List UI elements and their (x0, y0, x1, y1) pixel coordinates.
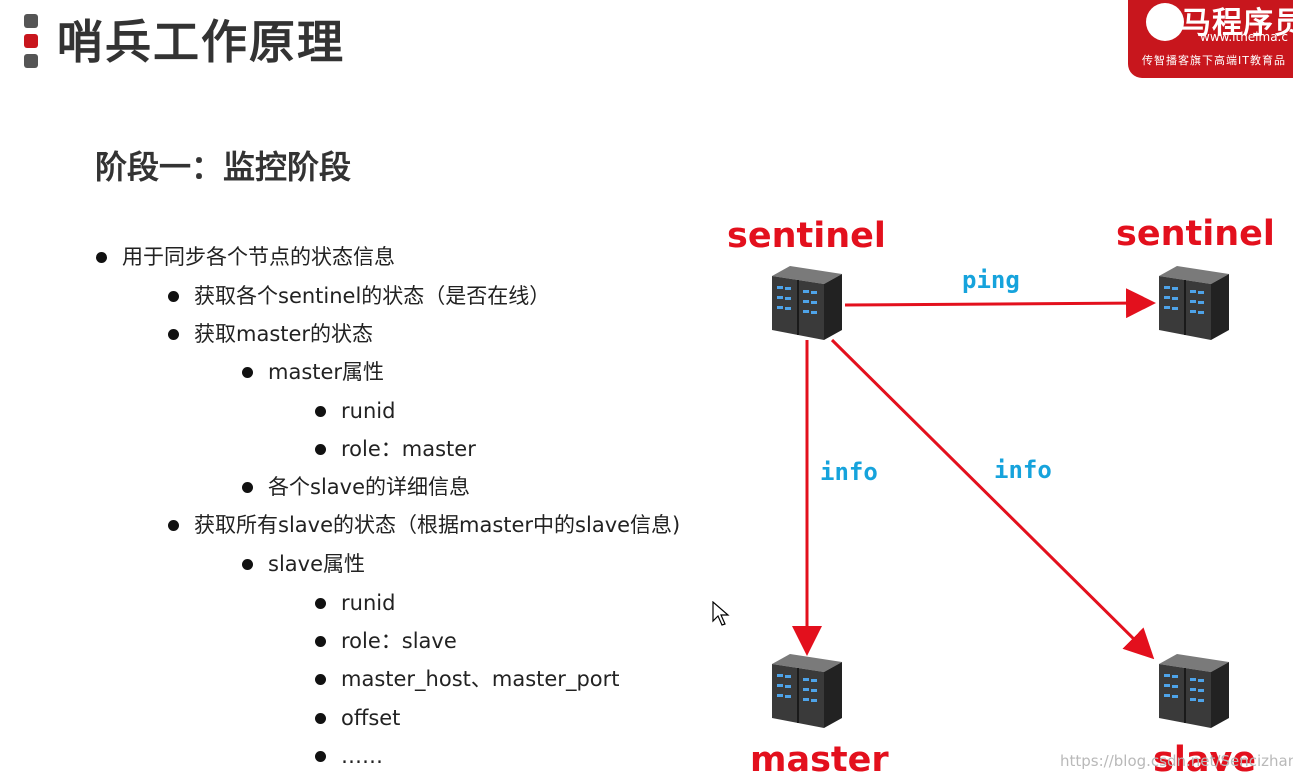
bullet-item: master属性 (241, 357, 384, 387)
master-label: master (750, 740, 889, 780)
bullet-item: role：slave (315, 626, 457, 656)
server-icon (772, 654, 842, 728)
logo-icon (1146, 3, 1184, 41)
brand-logo: 黑马程序员 www.itheima.c 传智播客旗下高端IT教育品 (1128, 0, 1293, 78)
sentinel-b-label: sentinel (1116, 214, 1275, 254)
bullet-item: slave属性 (242, 549, 365, 579)
bullet-item: 各个slave的详细信息 (242, 472, 470, 502)
info-slave-edge-label: info (994, 456, 1052, 484)
logo-slogan: 传智播客旗下高端IT教育品 (1142, 54, 1286, 67)
server-icon (1159, 266, 1229, 340)
page-title: 哨兵工作原理 (57, 15, 345, 69)
bullet-item: offset (314, 703, 400, 733)
bullet-item: …… (315, 741, 383, 771)
info-master-edge-label: info (820, 458, 878, 486)
bullet-list: 用于同步各个节点的状态信息 获取各个sentinel的状态（是否在线） 获取ma… (96, 242, 680, 771)
ping-edge-label: ping (962, 266, 1020, 294)
bullet-item: runid (314, 588, 395, 618)
section-subtitle: 阶段一：监控阶段 (95, 148, 352, 186)
server-icon (772, 266, 842, 340)
slave-label: slave (1153, 740, 1257, 780)
bullet-item: 用于同步各个节点的状态信息 (96, 242, 395, 272)
logo-url: www.itheima.c (1200, 30, 1288, 44)
logo-name: 黑马程序员 (1150, 6, 1293, 41)
bullet-item: 获取master的状态 (167, 319, 373, 349)
bullet-item: runid (314, 396, 395, 426)
mouse-cursor-icon (712, 601, 730, 626)
bullet-item: master_host、master_port (315, 664, 620, 694)
watermark: https://blog.csdn.net/Sencizhan1 (1060, 752, 1293, 770)
bullet-item: 获取各个sentinel的状态（是否在线） (167, 281, 550, 311)
info-edge-slave (830, 338, 1155, 660)
server-icon (1159, 654, 1229, 728)
ping-edge (844, 288, 1156, 319)
sentinel-a-label: sentinel (727, 216, 886, 256)
bullet-item: role：master (315, 434, 476, 464)
bullet-item: 获取所有slave的状态（根据master中的slave信息) (167, 510, 680, 540)
title-marker (24, 14, 38, 68)
